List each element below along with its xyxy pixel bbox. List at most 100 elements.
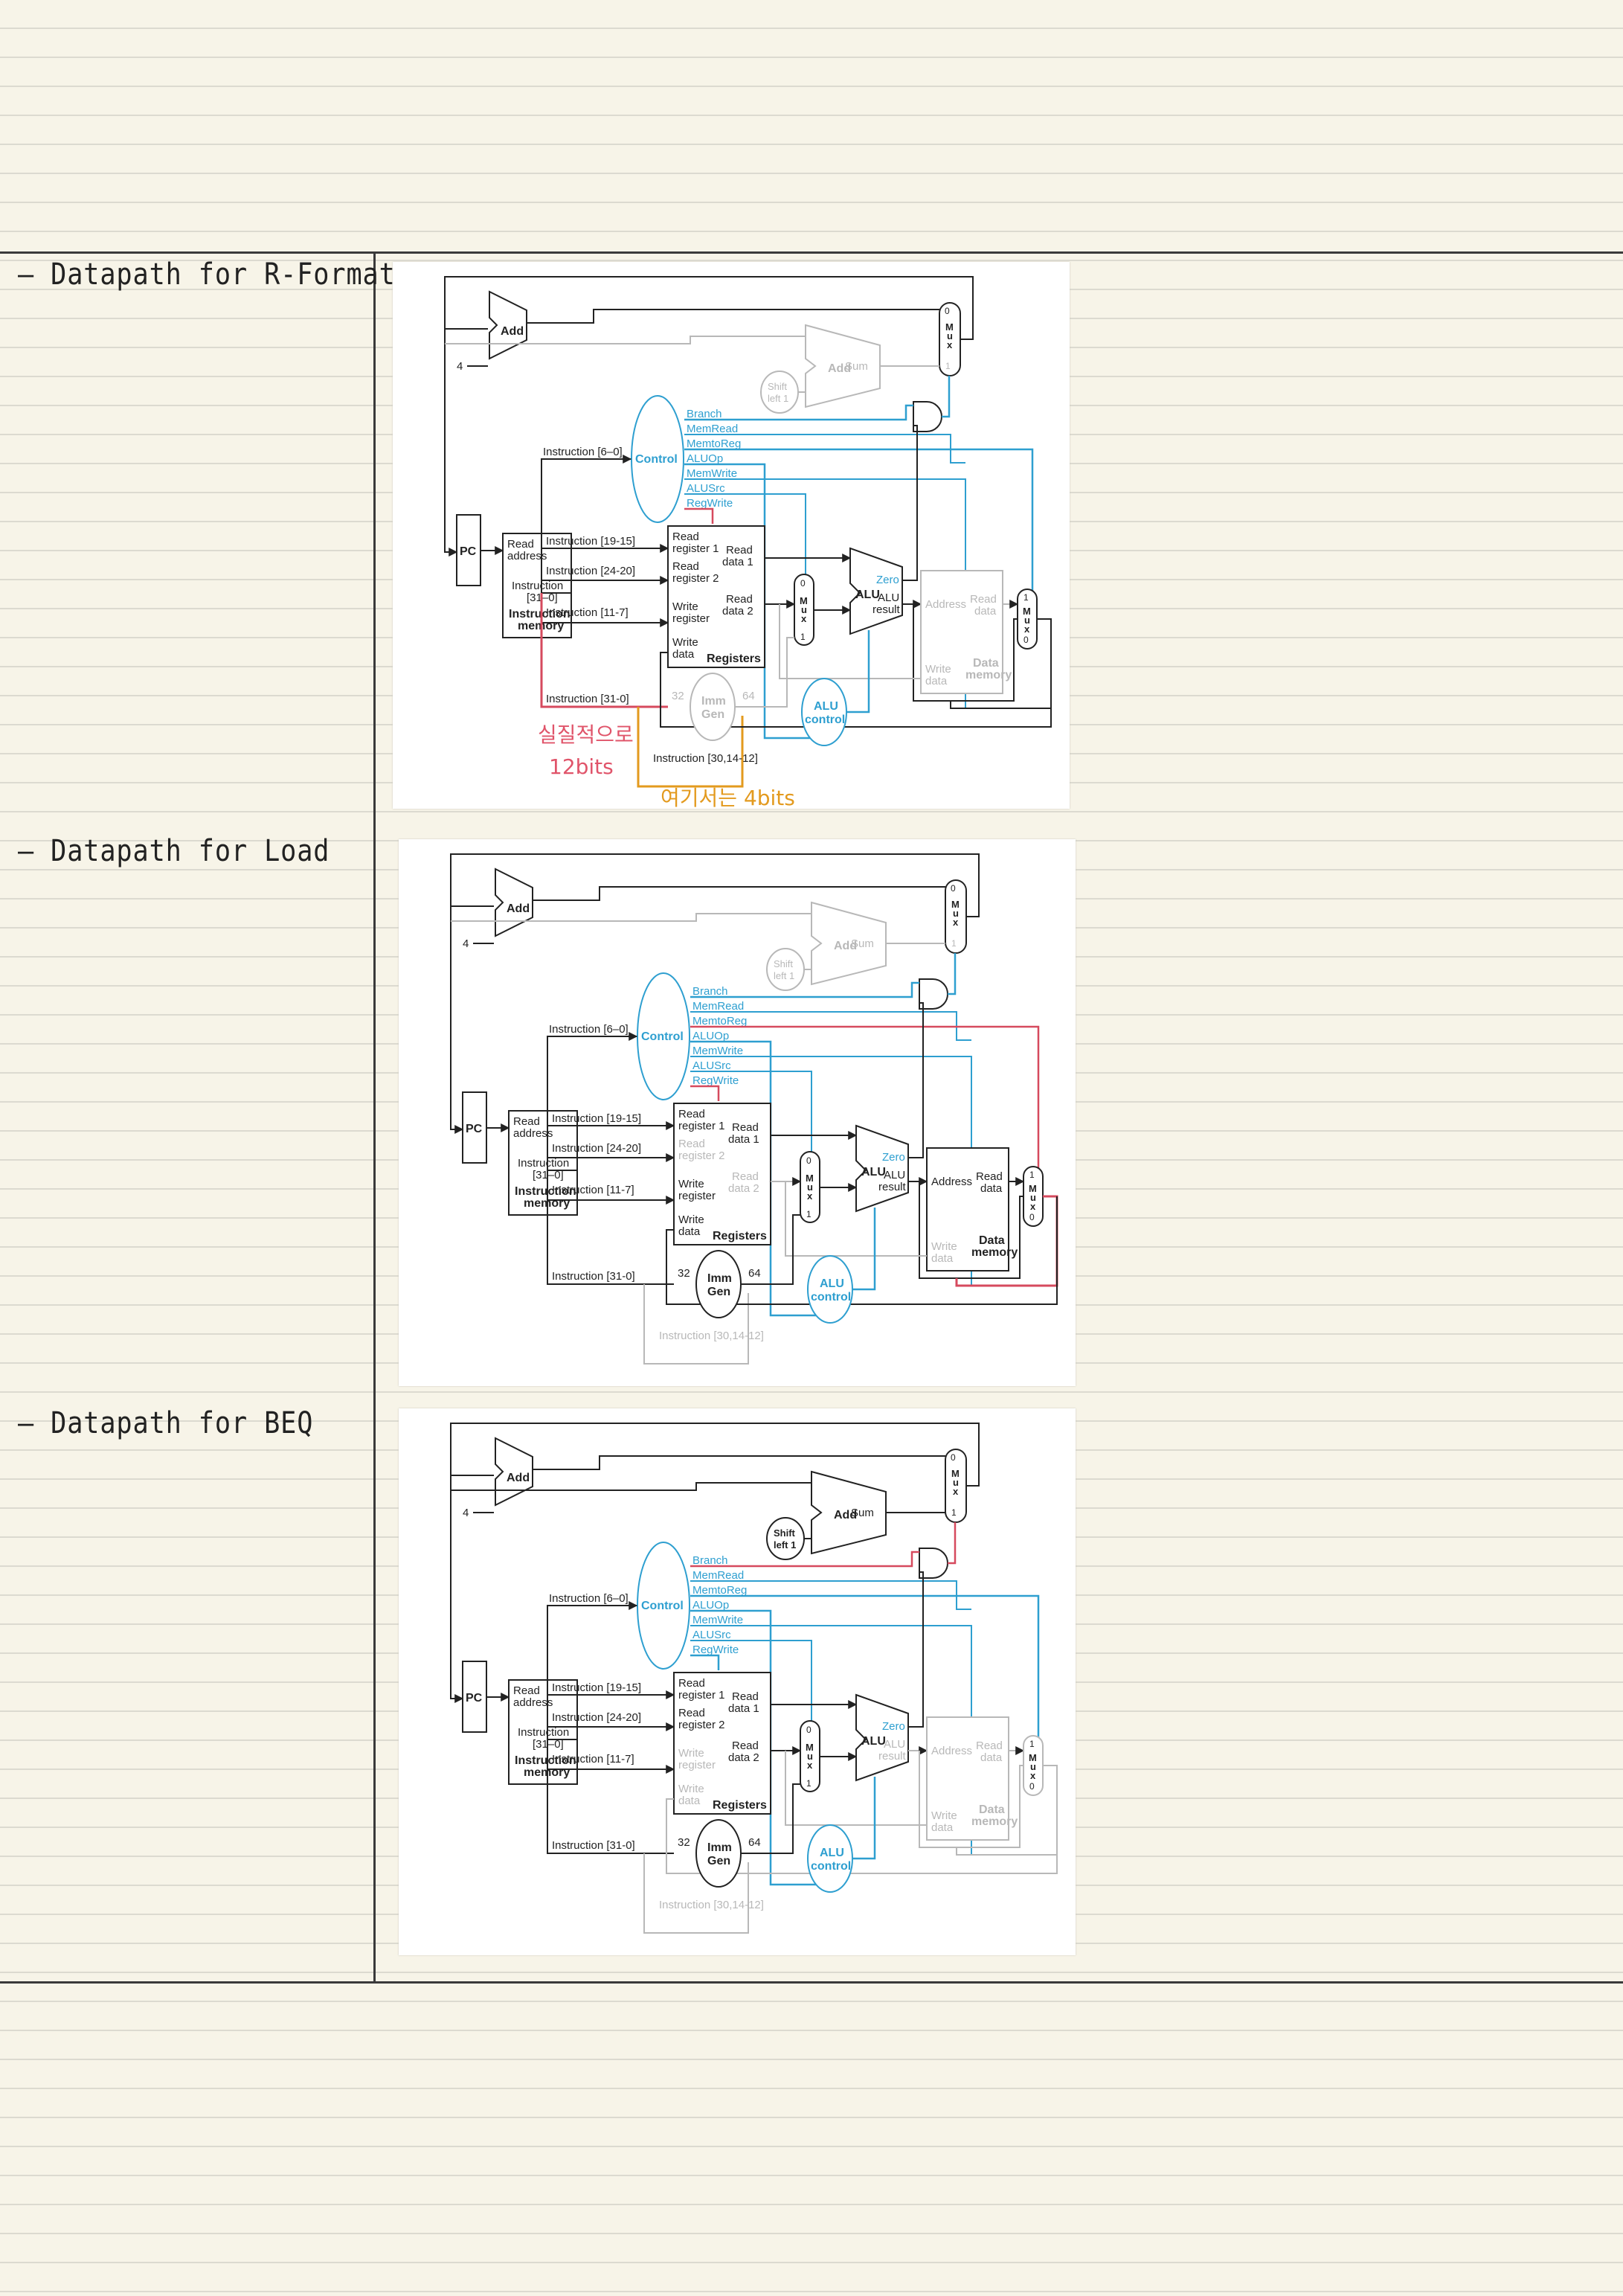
shift-label-2: left 1: [774, 1539, 796, 1551]
dmem-write-b: data: [931, 1252, 954, 1265]
alu-mux-in1: 1: [800, 632, 806, 642]
reg-write-b: register: [678, 1759, 716, 1771]
control-signal-0: Branch: [692, 985, 728, 998]
branch-adder: [811, 1470, 887, 1555]
note-orange: 여기서는 4bits: [661, 786, 795, 809]
dmem-write-a: Write: [931, 1809, 957, 1822]
wb-mux-x: x: [1030, 1770, 1036, 1781]
control-signal-3: ALUOp: [687, 452, 723, 465]
section-label-load: – Datapath for Load: [18, 834, 330, 868]
alu-mux-in0: 0: [806, 1725, 812, 1735]
control-signal-2: MemtoReg: [687, 437, 741, 450]
instr-field-19-15: Instruction [19-15]: [552, 1112, 641, 1125]
reg-wdata-b: data: [672, 648, 695, 661]
alu-result-b: result: [878, 1750, 907, 1763]
instr-field-24-20: Instruction [24-20]: [552, 1711, 641, 1724]
data-memory: [926, 1147, 1009, 1272]
wb-mux-in1: 1: [1023, 592, 1029, 603]
reg-rd1-a: Read: [732, 1690, 759, 1703]
imm-in-width: 32: [678, 1836, 690, 1849]
imm-gen-label-1: Imm: [707, 1272, 732, 1285]
section-label-rformat: – Datapath for R-Format: [18, 257, 396, 292]
shift-label-2: left 1: [768, 393, 788, 404]
instr-field-6-0: Instruction [6–0]: [549, 1023, 629, 1036]
reg-rd1-a: Read: [732, 1121, 759, 1134]
pc-mux-x: x: [953, 1486, 959, 1497]
control-signal-5: ALUSrc: [687, 482, 725, 495]
shift-label-1: Shift: [774, 1527, 796, 1539]
instr-field-6-0: Instruction [6–0]: [549, 1592, 629, 1605]
pc-mux-in0: 0: [951, 1452, 956, 1463]
alu-mux-in1: 1: [806, 1209, 812, 1219]
alu-zero: Zero: [876, 574, 899, 586]
register-file: [673, 1672, 771, 1815]
pc-adder-label: Add: [507, 1472, 530, 1484]
shift-left: [760, 371, 799, 414]
pc-mux-in1: 1: [951, 938, 957, 949]
reg-rd2-a: Read: [732, 1739, 759, 1752]
imem-read-1: Read: [513, 1115, 540, 1128]
reg-title: Registers: [707, 652, 761, 665]
instr-field-30-14-12: Instruction [30,14-12]: [653, 752, 758, 765]
alu-control-label-2: control: [811, 1291, 851, 1303]
control-signal-1: MemRead: [692, 1000, 744, 1013]
reg-write-a: Write: [672, 600, 698, 613]
imem-title-1: Instruction: [515, 1754, 576, 1767]
instr-field-31-0: Instruction [31-0]: [546, 693, 629, 705]
control-signal-6: RegWrite: [692, 1074, 739, 1087]
constant-four: 4: [463, 937, 469, 950]
reg-rd2-a: Read: [726, 593, 753, 606]
imm-gen-label-2: Gen: [701, 708, 724, 721]
wb-mux-u: u: [1030, 1761, 1036, 1772]
pc-mux-m: M: [945, 321, 954, 333]
branch-adder-label: Add: [828, 362, 851, 375]
control-label: Control: [641, 1030, 684, 1043]
wb-mux-in0: 0: [1029, 1212, 1035, 1222]
dmem-write-a: Write: [931, 1240, 957, 1253]
imm-gen-label-1: Imm: [707, 1841, 732, 1854]
reg-title: Registers: [713, 1799, 767, 1812]
reg-rd1-b: data 1: [728, 1133, 759, 1146]
bottom-divider: [0, 1981, 1623, 1984]
reg-wdata-b: data: [678, 1795, 701, 1807]
shift-label-1: Shift: [768, 381, 787, 392]
wb-mux-x: x: [1024, 623, 1030, 635]
instr-field-31-0: Instruction [31-0]: [552, 1839, 635, 1852]
control-signal-3: ALUOp: [692, 1599, 729, 1612]
alu-result-b: result: [872, 603, 901, 616]
note-red-1: 실질적으로: [538, 722, 634, 747]
control-signal-4: MemWrite: [687, 467, 737, 480]
alu-mux-x: x: [807, 1190, 813, 1202]
alu-control-label-1: ALU: [814, 700, 838, 713]
dmem-title-b: memory: [971, 1246, 1018, 1259]
control-signal-0: Branch: [687, 408, 722, 420]
alu-mux-u: u: [807, 1751, 813, 1762]
alu-control-label-2: control: [811, 1860, 851, 1873]
constant-four: 4: [463, 1507, 469, 1519]
dmem-write-b: data: [931, 1821, 954, 1834]
alu-mux-u: u: [807, 1181, 813, 1193]
instr-field-11-7: Instruction [11-7]: [546, 606, 629, 619]
wb-mux-in0: 0: [1029, 1781, 1035, 1792]
control-signal-6: RegWrite: [692, 1644, 739, 1656]
data-memory: [926, 1716, 1009, 1841]
alu-mux-in0: 0: [800, 578, 806, 589]
shift-left: [766, 1517, 805, 1560]
shift-left: [766, 948, 805, 991]
alu-label: ALU: [861, 1735, 886, 1748]
reg-read1-a: Read: [678, 1108, 705, 1120]
imm-out-width: 64: [748, 1267, 761, 1280]
alu-label: ALU: [855, 589, 880, 601]
pc-adder: [495, 1437, 533, 1507]
reg-rd1-b: data 1: [728, 1702, 759, 1715]
instruction-memory: [502, 533, 572, 638]
pc-mux-m: M: [951, 899, 960, 910]
imm-in-width: 32: [672, 690, 684, 702]
dmem-read-b: data: [974, 605, 997, 618]
dmem-read-a: Read: [976, 1170, 1003, 1183]
imem-instr-1: Instruction: [512, 580, 563, 592]
wb-mux-m: M: [1023, 606, 1031, 617]
pc-adder: [495, 868, 533, 937]
alu-mux-m: M: [806, 1742, 814, 1753]
imm-out-width: 64: [748, 1836, 761, 1849]
